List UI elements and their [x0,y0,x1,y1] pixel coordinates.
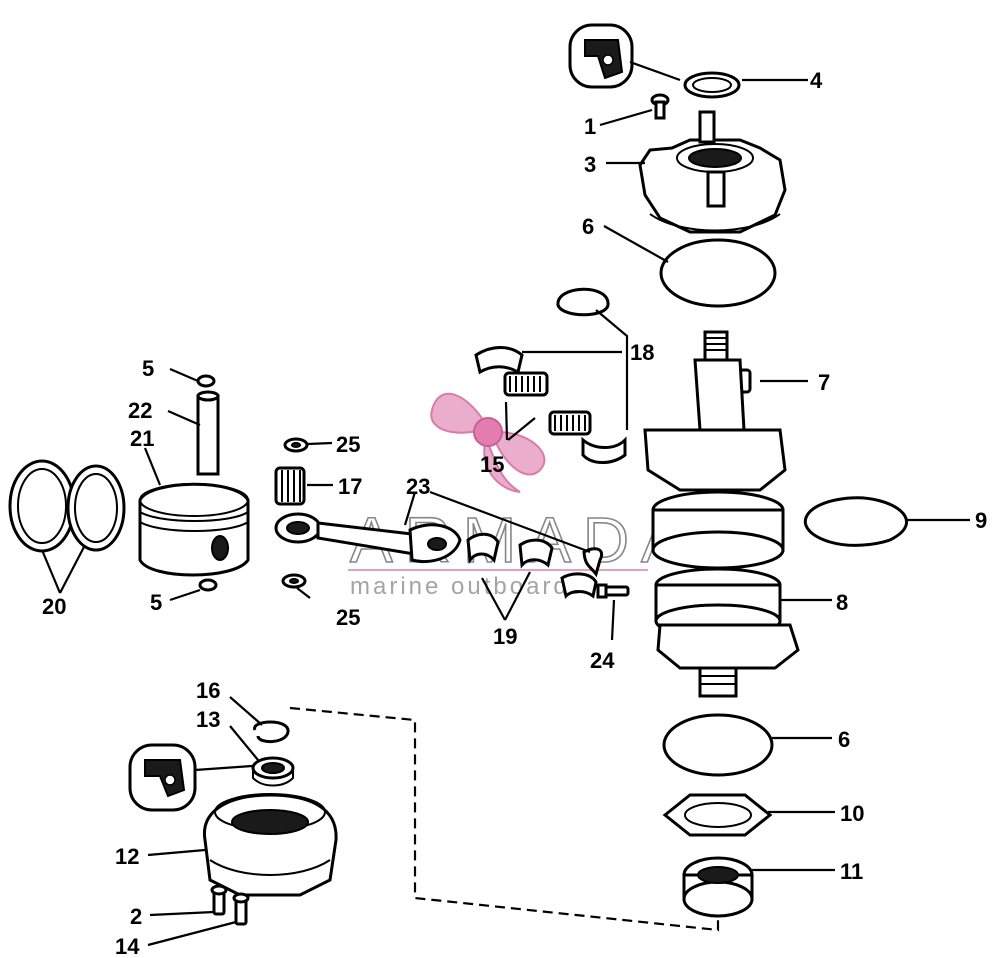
part-upper-bearing-housing-3 [638,110,787,234]
part-retaining-ring-16 [253,720,290,743]
callout-7: 7 [818,370,830,395]
callout-5-upper: 5 [142,356,154,381]
part-screw-1 [650,93,670,120]
part-ring-9 [803,496,908,547]
callout-10: 10 [840,801,864,826]
watermark: ARMADA marine outboards [348,392,685,600]
seal-detail-inset-bottom [128,743,253,812]
callout-16: 16 [196,678,220,703]
callout-19: 19 [493,624,517,649]
part-screw-2 [210,884,228,916]
watermark-tagline: marine outboards [350,573,585,600]
callout-13: 13 [196,707,220,732]
callouts: 4 1 3 6 18 7 5 22 21 25 17 15 23 9 20 5 … [42,68,987,958]
part-connecting-rod-23 [274,512,462,564]
callout-3: 3 [584,152,596,177]
callout-23: 23 [406,474,430,499]
part-lower-bearing-housing-12 [202,793,338,897]
callout-25-upper: 25 [336,432,360,457]
callout-12: 12 [115,844,139,869]
part-o-ring-6-upper [659,238,777,308]
callout-1: 1 [584,114,596,139]
part-needle-bearing-17 [274,466,306,506]
propeller-logo [430,392,546,493]
part-rod-screw-24 [596,583,630,599]
part-seal-13 [251,756,295,787]
part-retainer-5-lower [198,578,218,592]
callout-21: 21 [130,426,154,451]
part-piston-pin-22 [196,390,220,476]
callout-9: 9 [975,508,987,533]
part-needle-bearing-15 [503,371,592,436]
part-seal-ring-4 [683,71,741,99]
callout-4: 4 [810,68,823,93]
part-washer-10 [662,793,773,837]
part-screw-14 [232,892,250,926]
part-o-ring-6-lower [662,713,774,777]
part-washer-25-lower [281,573,307,589]
callout-5-lower: 5 [150,590,162,615]
callout-22: 22 [128,398,152,423]
callout-24: 24 [590,648,615,673]
leader-lines [40,78,970,947]
part-piston-rings-20 [8,459,126,553]
callout-25-lower: 25 [336,605,360,630]
part-washer-25-upper [283,437,309,453]
seal-detail-inset-top [568,23,681,89]
part-retaining-ring-18 [474,287,627,464]
callout-20: 20 [42,594,66,619]
callout-8: 8 [836,590,848,615]
part-retainer-5-upper [196,374,216,388]
callout-2: 2 [130,904,142,929]
callout-11: 11 [840,859,863,884]
callout-15: 15 [480,452,504,477]
callout-6-lower: 6 [838,727,850,752]
part-piston-21 [138,482,250,577]
callout-18: 18 [630,340,654,365]
part-crankshaft-8 [643,330,800,698]
callout-17: 17 [338,474,362,499]
callout-14: 14 [115,934,140,958]
part-rod-bearing-19 [466,532,603,599]
part-ball-bearing-11 [682,856,754,918]
callout-6-upper: 6 [582,214,594,239]
